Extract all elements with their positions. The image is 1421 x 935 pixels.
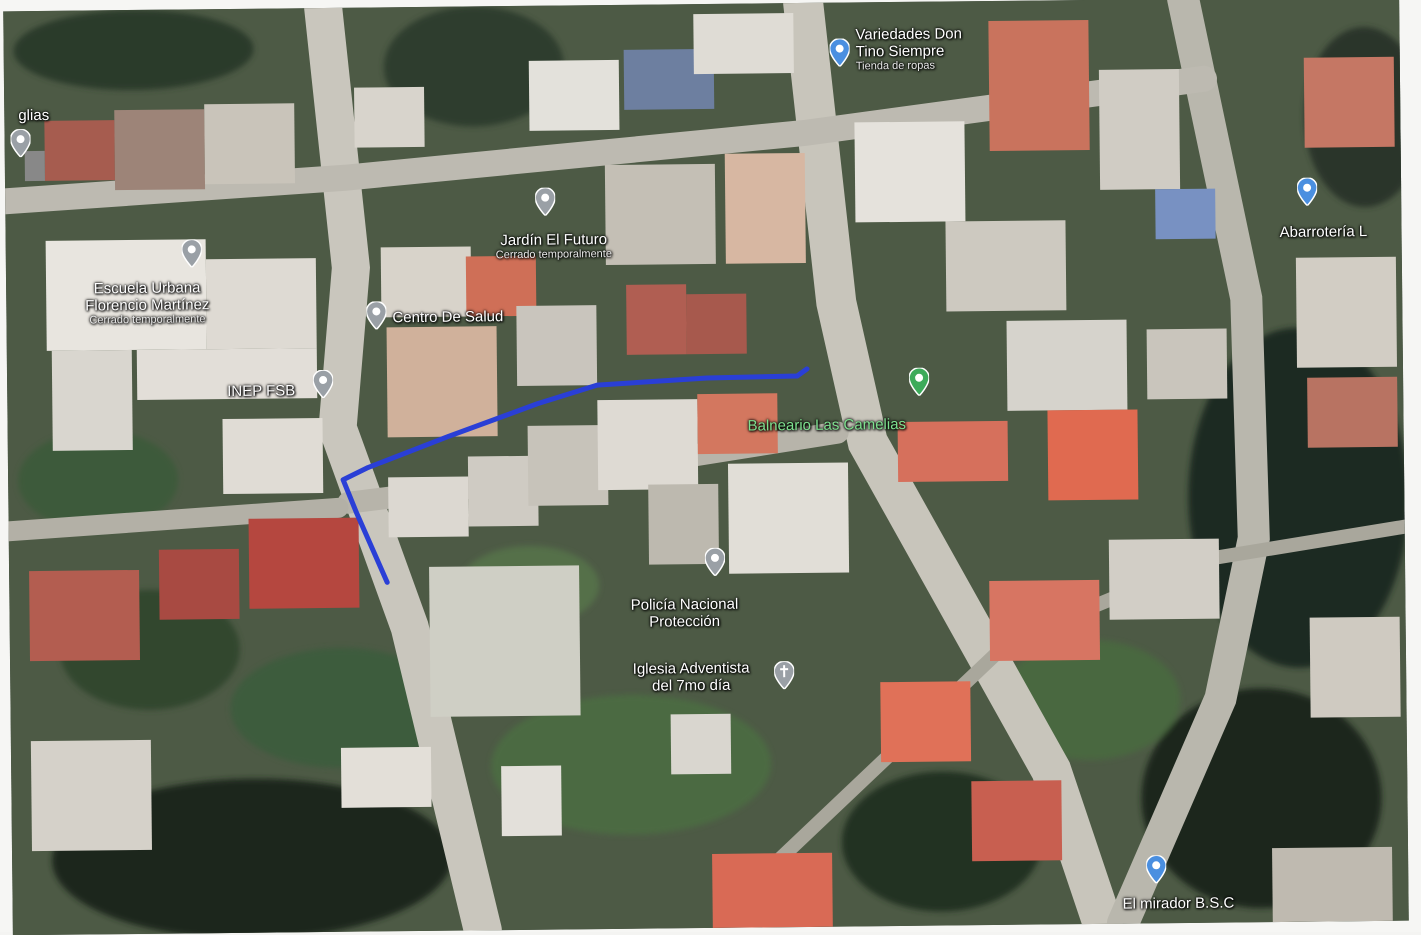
place-label-inep[interactable]: INEP FSB: [227, 382, 296, 401]
place-name-line: Escuela Urbana: [93, 279, 201, 298]
blue-pin-icon[interactable]: [1146, 855, 1167, 884]
blue-pin-icon[interactable]: [829, 38, 850, 67]
place-label-balneario[interactable]: Balneario Las Camelias: [747, 415, 907, 435]
gray-pin-icon[interactable]: [366, 301, 387, 330]
place-name-line: Variedades Don: [855, 25, 963, 44]
satellite-map[interactable]: Variedades Don Tino Siempre Tienda de ro…: [3, 0, 1409, 935]
place-label-jardin[interactable]: Jardín El Futuro Cerrado temporalmente: [496, 231, 612, 262]
place-name-line: Tino Siempre: [855, 42, 945, 61]
place-label-mirador[interactable]: El mirador B.S.C: [1122, 894, 1235, 913]
gray-pin-icon[interactable]: [704, 547, 726, 577]
place-name-line: Protección: [649, 612, 721, 631]
place-name-line: del 7mo día: [652, 676, 731, 695]
rooftops: [24, 13, 1401, 928]
map-imagery: [3, 0, 1409, 935]
place-label-abarroteria[interactable]: Abarrotería L: [1279, 223, 1368, 241]
place-label-centro-salud[interactable]: Centro De Salud: [392, 308, 504, 327]
route-line: [340, 366, 810, 585]
gray-pin-icon[interactable]: [181, 239, 202, 268]
place-label-variedades[interactable]: Variedades Don Tino Siempre Tienda de ro…: [855, 25, 962, 73]
cross-pin-icon[interactable]: [774, 661, 795, 690]
place-label-iglesias[interactable]: glias: [18, 106, 50, 125]
gray-pin-icon[interactable]: [10, 129, 31, 158]
green-pin-icon[interactable]: [908, 367, 930, 396]
place-name: Jardín El Futuro: [500, 231, 608, 250]
place-name-line: Policía Nacional: [630, 595, 739, 614]
place-label-iglesia[interactable]: Iglesia Adventista del 7mo día: [606, 659, 776, 695]
place-label-escuela[interactable]: Escuela Urbana Florencio Martínez Cerrad…: [42, 279, 252, 328]
place-name-line: Florencio Martínez: [85, 296, 210, 315]
place-label-policia[interactable]: Policía Nacional Protección: [599, 595, 769, 631]
blue-pin-icon[interactable]: [1297, 177, 1318, 206]
place-category: Cerrado temporalmente: [495, 247, 613, 262]
gray-pin-icon[interactable]: [312, 369, 334, 399]
gray-pin-icon[interactable]: [535, 187, 556, 216]
place-name-line: Iglesia Adventista: [632, 659, 750, 678]
place-category: Tienda de ropas: [855, 59, 935, 73]
place-category: Cerrado temporalmente: [89, 313, 206, 327]
